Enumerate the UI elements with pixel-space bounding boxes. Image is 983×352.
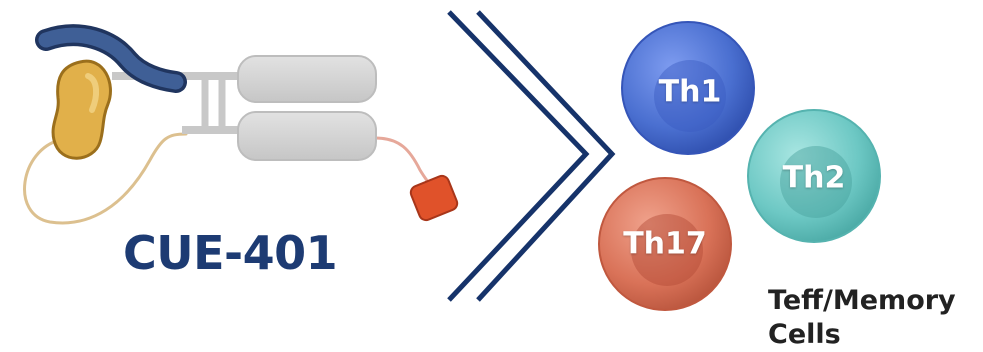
drug-name-label: CUE-401 (123, 226, 338, 280)
caption-line-1: Teff/Memory (768, 285, 956, 316)
chevron-inner (476, 10, 616, 302)
peptide-mhc (51, 59, 112, 160)
th2-nucleus (780, 146, 852, 218)
th17-label: Th17 (623, 226, 707, 262)
th2-label: Th2 (782, 160, 846, 196)
peptide-highlight (85, 73, 100, 113)
tether-loop (23, 132, 188, 225)
cue-401-molecule (23, 24, 459, 225)
payload-block (409, 174, 459, 222)
th17-nucleus (631, 214, 703, 286)
fc-domain-upper (237, 55, 377, 103)
fc-domain-lower (237, 111, 377, 161)
antibody-arm-fill (38, 27, 184, 90)
chevron-outer (447, 10, 590, 302)
th1-cell (621, 21, 755, 155)
cell-type-caption: Teff/Memory Cells (768, 284, 956, 352)
th2-cell (747, 109, 881, 243)
t-cells (598, 21, 881, 311)
payload-tether (373, 136, 434, 190)
double-chevron-arrow (447, 10, 616, 302)
th17-cell (598, 177, 732, 311)
caption-line-2: Cells (768, 319, 841, 350)
th1-label: Th1 (658, 74, 722, 110)
th1-nucleus (654, 60, 726, 132)
